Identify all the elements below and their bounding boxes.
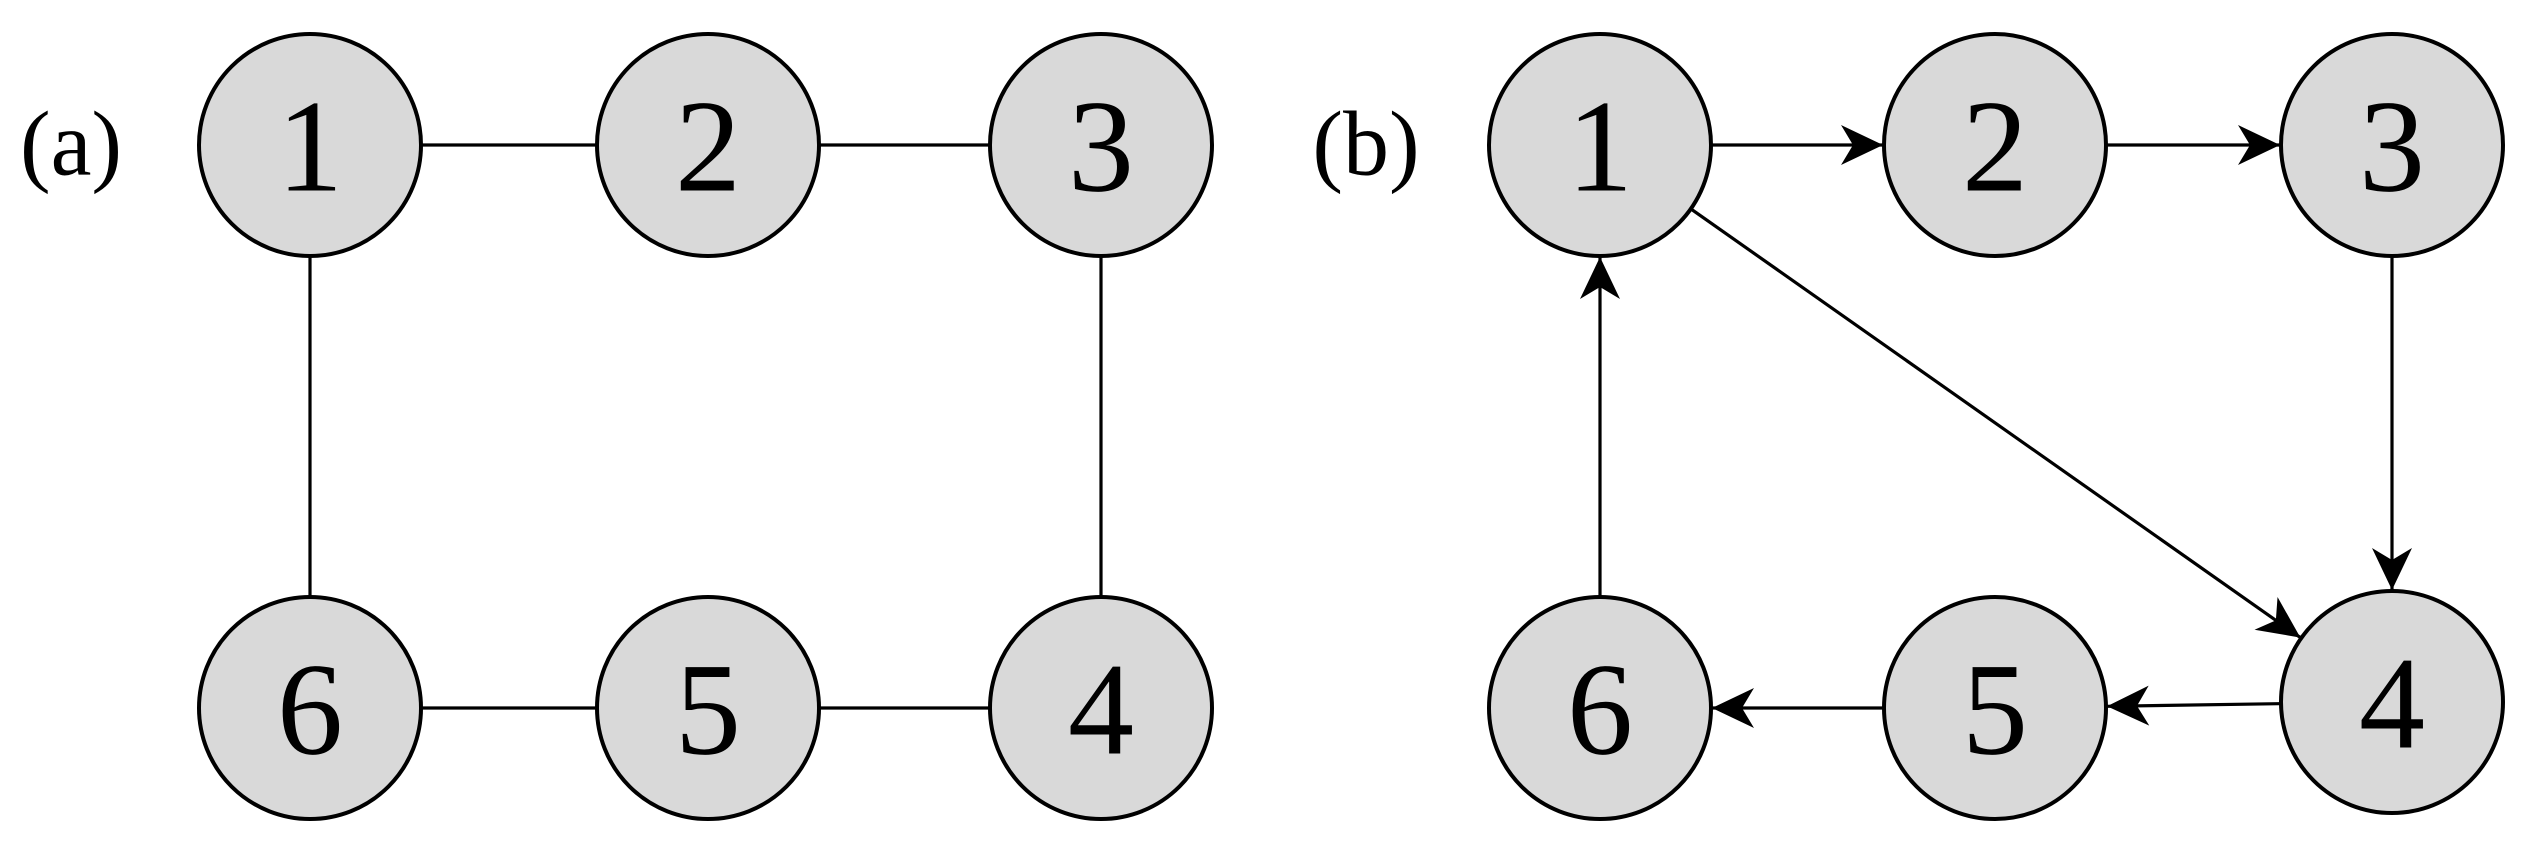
graph-b-node-3-circle <box>2279 32 2505 258</box>
graph-a-node-2-circle <box>595 32 821 258</box>
graph-b-node-5-label: 5 <box>1962 636 2028 783</box>
graph-b-node-2: 2 <box>1882 32 2108 258</box>
graph-b-node-5-circle <box>1882 595 2108 821</box>
graph-a-node-4-label: 4 <box>1068 636 1134 783</box>
graph-a-node-4-circle <box>988 595 1214 821</box>
graph-b-node-4-label: 4 <box>2359 630 2425 777</box>
graph-b-node-1: 1 <box>1487 32 1713 258</box>
graph-a-caption-label: (a) <box>20 93 122 195</box>
graph-b-node-4: 4 <box>2279 589 2505 815</box>
graph-a-node-6: 6 <box>197 595 423 821</box>
graph-a-node-5-label: 5 <box>675 636 741 783</box>
graph-a-node-1-label: 1 <box>277 73 343 220</box>
graph-b-node-4-circle <box>2279 589 2505 815</box>
graph-b-caption-label: (b) <box>1312 93 1419 195</box>
graph-b-edge-1-4 <box>1599 143 2302 639</box>
graph-a-node-1: 1 <box>197 32 423 258</box>
graph-a-node-2-label: 2 <box>675 73 741 220</box>
graph-a: 1 2 3 4 5 6 (a) <box>20 32 1214 821</box>
graph-b: 1 2 3 4 5 6 (b) <box>1312 32 2505 821</box>
graph-a-node-5-circle <box>595 595 821 821</box>
graph-b-node-3-label: 3 <box>2359 73 2425 220</box>
graph-b-node-3: 3 <box>2279 32 2505 258</box>
graph-a-node-3-circle <box>988 32 1214 258</box>
graph-a-node-6-circle <box>197 595 423 821</box>
graph-a-node-5: 5 <box>595 595 821 821</box>
graph-a-node-3: 3 <box>988 32 1214 258</box>
graph-b-node-1-circle <box>1487 32 1713 258</box>
graph-b-node-6-circle <box>1487 595 1713 821</box>
graph-a-node-4: 4 <box>988 595 1214 821</box>
graph-b-node-6: 6 <box>1487 595 1713 821</box>
graph-b-node-5: 5 <box>1882 595 2108 821</box>
graph-a-node-6-label: 6 <box>277 636 343 783</box>
graph-a-node-3-label: 3 <box>1068 73 1134 220</box>
graph-b-node-6-label: 6 <box>1567 636 1633 783</box>
graph-b-node-2-circle <box>1882 32 2108 258</box>
graph-a-node-2: 2 <box>595 32 821 258</box>
graph-a-node-1-circle <box>197 32 423 258</box>
graph-b-node-2-label: 2 <box>1962 73 2028 220</box>
graph-b-node-1-label: 1 <box>1567 73 1633 220</box>
